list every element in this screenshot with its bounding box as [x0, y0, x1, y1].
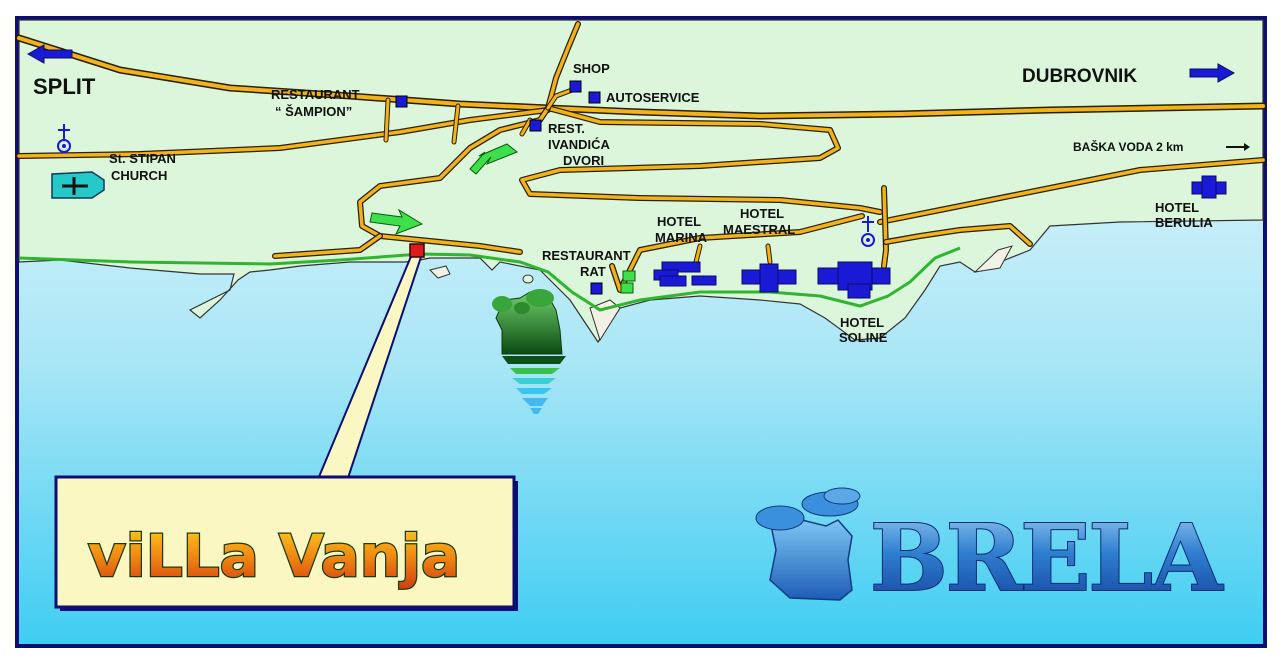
- label-restaurant-sampion-line1: RESTAURANT: [271, 87, 360, 102]
- hotel-soline-icon: [817, 261, 891, 299]
- sign-icon: [622, 270, 636, 282]
- shop-icon: [569, 80, 582, 93]
- arrow-right-small-icon: [1226, 143, 1250, 151]
- label-shop: SHOP: [573, 61, 610, 76]
- label-rest-ivandica-line1: REST.: [548, 121, 585, 136]
- label-rest-ivandica-line3: DVORI: [563, 153, 604, 168]
- restaurant-sampion-icon: [395, 95, 408, 108]
- tree-icon: [492, 289, 566, 414]
- label-hotel-berulia-line2: BERULIA: [1155, 215, 1213, 230]
- logo-text: BRELA: [870, 504, 1224, 612]
- label-restaurant-rat-line2: RAT: [580, 264, 606, 279]
- direction-dubrovnik: DUBROVNIK: [1022, 66, 1137, 87]
- label-restaurant-rat-line1: RESTAURANT: [542, 248, 631, 263]
- church-icon: [861, 216, 875, 247]
- arrow-green-icon: [369, 208, 424, 235]
- label-hotel-soline-line2: SOLINE: [839, 330, 888, 345]
- label-autoservice: AUTOSERVICE: [606, 90, 700, 105]
- brela-logo: BRELA: [755, 487, 1227, 613]
- arrow-green-icon: [469, 143, 518, 175]
- promenade-path: [18, 246, 961, 312]
- villa-name: viLLa Vanja: [88, 522, 460, 590]
- label-rest-ivandica-line2: IVANDIĆA: [548, 137, 610, 152]
- label-hotel-soline-line1: HOTEL: [840, 315, 884, 330]
- direction-split: SPLIT: [33, 74, 96, 99]
- coast-rock: [973, 245, 1014, 273]
- sign-icon: [620, 282, 634, 294]
- arrow-left-icon: [26, 44, 73, 64]
- islet: [522, 274, 534, 284]
- label-church-line2: CHURCH: [111, 168, 167, 183]
- hotel-marina-icon: [653, 261, 717, 287]
- restaurant-rat-icon: [590, 282, 603, 295]
- coast-rock: [429, 265, 451, 279]
- label-hotel-berulia-line1: HOTEL: [1155, 200, 1199, 215]
- direction-baska-voda: BAŠKA VODA 2 km: [1073, 139, 1183, 154]
- label-restaurant-sampion-line2: “ ŠAMPION”: [275, 104, 352, 119]
- label-hotel-marina-line1: HOTEL: [657, 214, 701, 229]
- villa-callout[interactable]: viLLa Vanja: [54, 475, 518, 611]
- hotel-berulia-icon: [1191, 175, 1227, 199]
- logo-tree-icon: [755, 487, 861, 601]
- church-building-icon: [51, 171, 105, 199]
- autoservice-icon: [588, 91, 601, 104]
- hotel-maestral-icon: [741, 263, 797, 293]
- restaurant-ivandica-icon: [529, 119, 542, 132]
- arrow-right-icon: [1189, 63, 1236, 83]
- church-icon: [57, 124, 71, 153]
- label-hotel-marina-line2: MARINA: [655, 230, 708, 245]
- label-hotel-maestral-line2: MAESTRAL: [723, 222, 795, 237]
- roads: [15, 21, 1267, 293]
- label-hotel-maestral-line1: HOTEL: [740, 206, 784, 221]
- villa-marker-icon[interactable]: [409, 243, 425, 258]
- label-church-line1: St. STIPAN: [109, 151, 176, 166]
